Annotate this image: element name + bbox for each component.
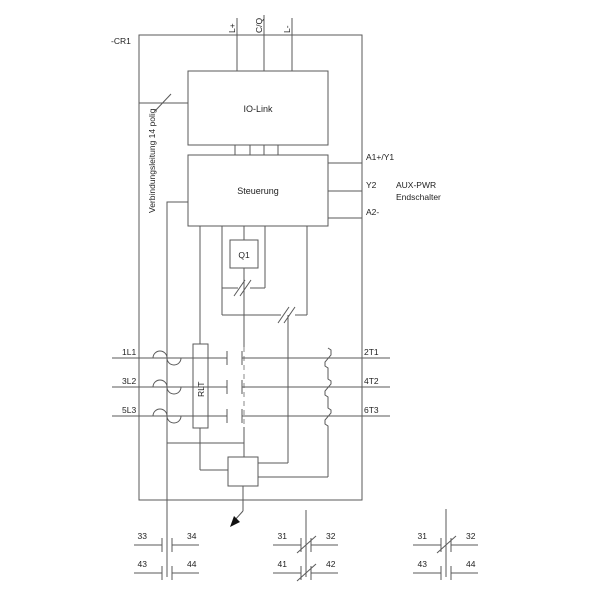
aux-contact-group-2: 31 32 41 42 xyxy=(273,510,338,582)
power-line-2: 3L2 4T2 xyxy=(112,376,390,395)
io-link-label: IO-Link xyxy=(243,104,273,114)
device-tag-label: -CR1 xyxy=(111,36,131,46)
current-transformer-icon xyxy=(152,379,182,395)
aux-contact-label: 32 xyxy=(466,531,476,541)
terminal-label-cq: C/Q xyxy=(254,18,264,34)
aux-contact-label: 32 xyxy=(326,531,336,541)
cable-connection: Verbindungsleitung 14 polig xyxy=(139,93,188,213)
q1-label: Q1 xyxy=(238,250,250,260)
steuerung-block: Steuerung xyxy=(187,154,329,227)
aux-contact-group-3: 31 32 43 44 xyxy=(413,509,478,580)
control-terminals: A1+/Y1 Y2 A2- AUX-PWR Endschalter xyxy=(328,152,441,219)
no-contact-icon xyxy=(134,538,199,552)
power-terminal-label: 4T2 xyxy=(364,376,379,386)
aux-contact-label: 43 xyxy=(418,559,428,569)
aux-contact-label: 31 xyxy=(278,531,288,541)
endschalter-note: Endschalter xyxy=(396,192,441,202)
power-terminal-label: 2T1 xyxy=(364,347,379,357)
rlt-block: RLT xyxy=(192,226,228,471)
interlock-contact-icon xyxy=(233,279,252,297)
cable-slash-icon xyxy=(154,93,172,112)
aux-contact-label: 34 xyxy=(187,531,197,541)
aux-contact-label: 43 xyxy=(138,559,148,569)
main-contact-icon xyxy=(226,409,243,423)
power-line-3: 5L3 6T3 xyxy=(112,405,390,424)
interlock-contact-icon xyxy=(277,306,296,324)
aux-contact-label: 41 xyxy=(278,559,288,569)
coupler-box xyxy=(227,456,328,487)
aux-contact-label: 44 xyxy=(187,559,197,569)
power-terminal-label: 1L1 xyxy=(122,347,136,357)
aux-contact-label: 44 xyxy=(466,559,476,569)
no-contact-icon xyxy=(134,566,199,580)
aux-contact-label: 42 xyxy=(326,559,336,569)
rlt-label: RLT xyxy=(196,382,206,397)
terminal-label-lplus: L+ xyxy=(227,23,237,33)
terminal-label-y2: Y2 xyxy=(366,180,377,190)
nc-contact-icon xyxy=(273,563,338,582)
actuation-arrow xyxy=(230,486,244,527)
no-contact-icon xyxy=(413,566,478,580)
current-transformer-icon xyxy=(152,350,182,366)
block-connectors xyxy=(234,145,279,155)
power-line-1: 1L1 2T1 xyxy=(112,347,390,366)
terminal-label-lminus: L- xyxy=(282,25,292,33)
aux-contact-label: 31 xyxy=(418,531,428,541)
nc-contact-icon xyxy=(413,535,478,554)
overload-trip-icon xyxy=(324,347,332,477)
nc-contact-icon xyxy=(273,535,338,554)
aux-pwr-note: AUX-PWR xyxy=(396,180,436,190)
arrow-head-icon xyxy=(230,516,240,527)
main-contact-icon xyxy=(226,351,243,365)
steuerung-label: Steuerung xyxy=(237,186,279,196)
aux-contact-group-1: 33 34 43 44 xyxy=(134,531,199,580)
power-terminal-label: 5L3 xyxy=(122,405,136,415)
interlock-bracket-2 xyxy=(222,226,308,463)
main-contact-icon xyxy=(226,380,243,394)
top-terminals: L+ C/Q L- xyxy=(227,15,293,71)
power-terminal-label: 3L2 xyxy=(122,376,136,386)
current-transformer-icon xyxy=(152,408,182,424)
terminal-label-a2: A2- xyxy=(366,207,379,217)
cable-note-label: Verbindungsleitung 14 polig xyxy=(147,108,157,213)
overload-trip-chain xyxy=(324,347,332,477)
aux-contact-label: 33 xyxy=(138,531,148,541)
terminal-label-a1y1: A1+/Y1 xyxy=(366,152,394,162)
q1-coil: Q1 xyxy=(229,226,259,457)
io-link-block: IO-Link xyxy=(187,70,329,146)
interlock-bracket-1 xyxy=(221,226,266,315)
power-terminal-label: 6T3 xyxy=(364,405,379,415)
measurement-rail xyxy=(166,201,244,577)
